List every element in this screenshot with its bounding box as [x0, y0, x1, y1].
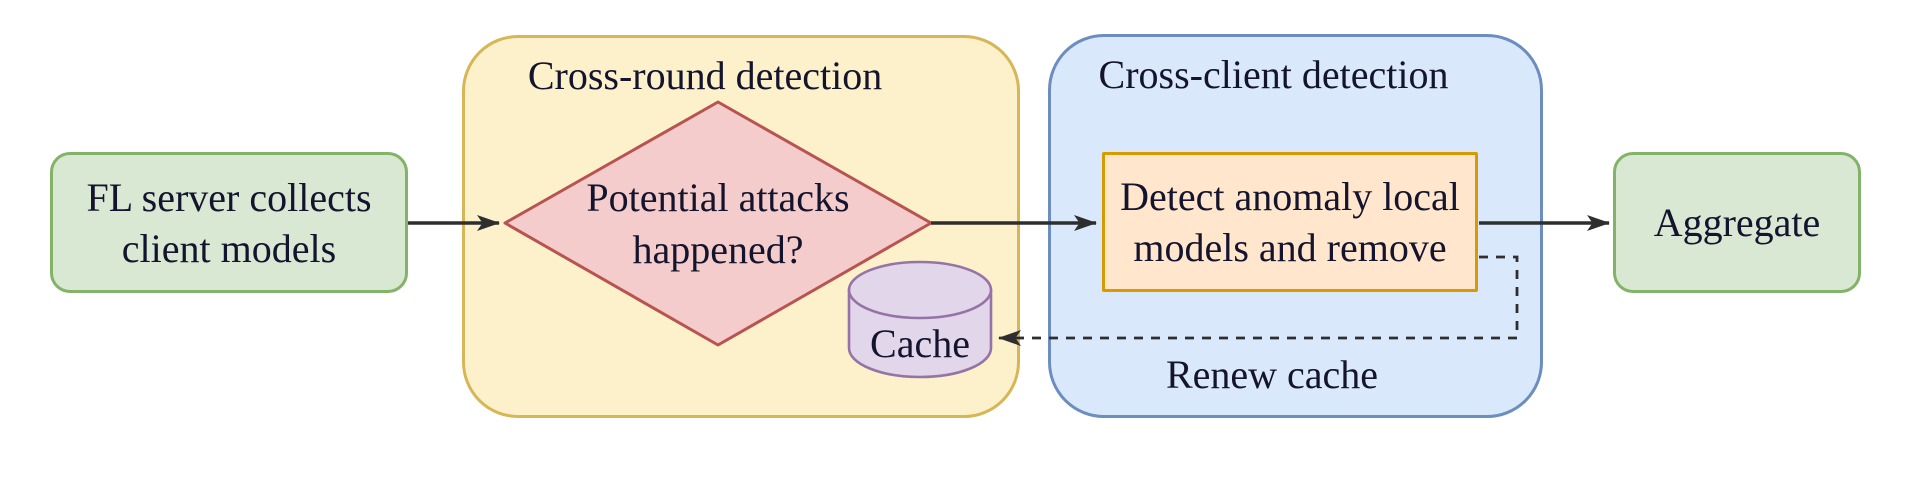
fl-server-line-1: FL server collects	[86, 174, 372, 220]
aggregate-label: Aggregate	[1653, 200, 1821, 245]
detect-anomaly-node: Detect anomaly local models and remove	[1102, 152, 1478, 292]
detect-anomaly-line-2: models and remove	[1133, 225, 1447, 270]
detect-anomaly-line-1: Detect anomaly local	[1120, 174, 1460, 219]
decision-diamond: Potential attacks happened?	[500, 99, 936, 349]
cache-cylinder-icon	[847, 260, 993, 379]
fl-server-line-2: client models	[121, 225, 337, 271]
fl-server-node: FL server collects client models	[50, 152, 408, 293]
renew-cache-label: Renew cache	[1165, 352, 1379, 397]
cache-label: Cache	[870, 321, 970, 366]
decision-line-2: happened?	[632, 227, 804, 272]
cross-round-detection-title: Cross-round detection	[527, 53, 883, 98]
decision-line-1: Potential attacks	[586, 175, 850, 220]
aggregate-node: Aggregate	[1613, 152, 1861, 293]
cross-client-detection-title: Cross-client detection	[1098, 52, 1449, 97]
cylinder-top	[847, 260, 993, 320]
